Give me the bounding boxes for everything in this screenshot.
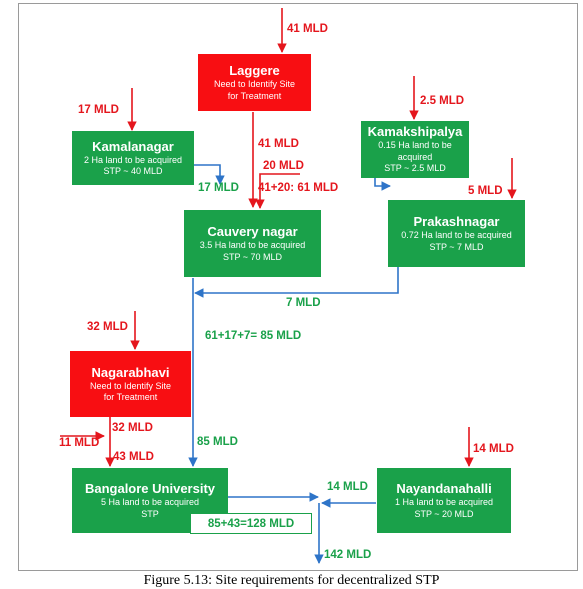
node-title: Cauvery nagar (207, 224, 298, 239)
node-kamakshipalya: Kamakshipalya 0.15 Ha land to be acquire… (361, 121, 469, 178)
node-nagarabhavi: Nagarabhavi Need to Identify Site for Tr… (70, 351, 191, 417)
flow-label: 17 MLD (78, 104, 119, 116)
node-detail: STP ~ 2.5 MLD (384, 163, 446, 174)
node-title: Prakashnagar (413, 214, 500, 229)
node-detail: for Treatment (103, 392, 158, 402)
node-title: Laggere (229, 63, 280, 78)
node-detail: Need to Identify Site (89, 380, 172, 391)
node-detail: STP (141, 508, 159, 519)
node-nayandanahalli: Nayandanahalli 1 Ha land to be acquired … (377, 468, 511, 533)
flow-label: 11 MLD (59, 437, 100, 449)
node-title: Bangalore University (84, 481, 216, 496)
node-detail: STP ~ 70 MLD (222, 251, 283, 262)
node-kamalanagar: Kamalanagar 2 Ha land to be acquired STP… (72, 131, 194, 185)
flow-label: 2.5 MLD (420, 95, 465, 107)
node-detail: 1 Ha land to be acquired (394, 497, 494, 507)
node-title: Nagarabhavi (91, 364, 170, 380)
flow-label: 20 MLD (263, 160, 304, 172)
node-detail: 0.72 Ha land to be acquired (401, 230, 512, 240)
node-detail: 0.15 Ha land to be acquired (378, 140, 452, 162)
flow-label: 17 MLD (198, 182, 239, 194)
figure-caption: Figure 5.13: Site requirements for decen… (143, 573, 440, 588)
diagram-frame (18, 3, 578, 571)
node-detail: STP ~ 7 MLD (429, 241, 484, 252)
node-cauvery-nagar: Cauvery nagar 3.5 Ha land to be acquired… (184, 210, 321, 277)
node-title: Kamalanagar (92, 138, 174, 154)
flow-label: 61+17+7= 85 MLD (205, 330, 302, 342)
flow-label: 142 MLD (324, 549, 372, 561)
node-detail: 2 Ha land to be acquired (83, 154, 183, 165)
node-prakashnagar: Prakashnagar 0.72 Ha land to be acquired… (388, 200, 525, 267)
arrow-kamalanagar-to-cauvery (194, 164, 225, 185)
node-title: Nayandanahalli (396, 481, 492, 496)
flow-label: 14 MLD (327, 481, 368, 493)
university-sum-box: 85+43=128 MLD (190, 513, 312, 534)
node-detail: 3.5 Ha land to be acquired (199, 240, 306, 250)
flow-label: 41+20: 61 MLD (258, 182, 339, 194)
arrow-side-inflow-20 (255, 173, 300, 209)
flow-label: 7 MLD (286, 297, 321, 309)
flow-label: 5 MLD (468, 185, 503, 197)
flow-label: 14 MLD (473, 443, 514, 455)
flow-label: 32 MLD (112, 422, 153, 434)
node-detail: for Treatment (227, 90, 282, 101)
flow-label: 85 MLD (197, 436, 238, 448)
flow-label: 41 MLD (287, 23, 328, 35)
flow-label: 41 MLD (258, 138, 299, 150)
node-laggere: Laggere Need to Identify Site for Treatm… (198, 54, 311, 111)
arrow-kamakshipalya-to-prakashnagar (374, 178, 391, 191)
flow-label: 43 MLD (113, 451, 154, 463)
node-detail: STP ~ 40 MLD (103, 166, 163, 176)
node-detail: 5 Ha land to be acquired (100, 497, 200, 507)
node-title: Kamakshipalya (367, 124, 463, 140)
node-detail: Need to Identify Site (213, 79, 296, 89)
node-detail: STP ~ 20 MLD (414, 508, 474, 519)
arrow-prakashnagar-out (194, 265, 399, 298)
flow-label: 32 MLD (87, 321, 128, 333)
flow-label: 85+43=128 MLD (207, 517, 295, 530)
